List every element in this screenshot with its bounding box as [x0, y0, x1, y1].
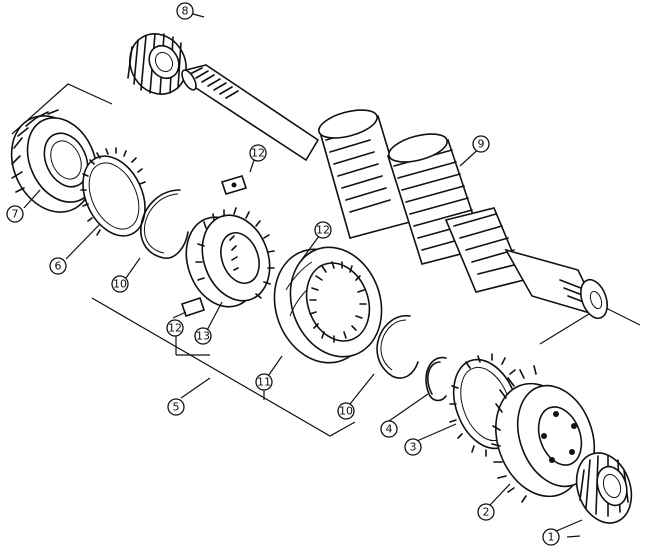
gear-2 — [491, 365, 596, 503]
callout-4: 4 — [380, 420, 398, 438]
key-12-bottom — [180, 296, 206, 318]
callout-3: 3 — [404, 438, 422, 456]
callout-6: 6 — [49, 257, 67, 275]
snap-ring-4 — [425, 356, 447, 402]
callout-13: 13 — [194, 327, 212, 345]
callout-label: 3 — [410, 441, 417, 454]
callout-11: 11 — [255, 373, 273, 391]
spring-10-upper — [140, 189, 189, 259]
synchronizer-ring-6 — [80, 147, 146, 237]
callout-2: 2 — [477, 503, 495, 521]
callout-8: 8 — [176, 2, 194, 20]
callout-label: 9 — [478, 138, 485, 151]
rear-bearing — [575, 452, 633, 524]
callout-10-lower: 10 — [337, 402, 355, 420]
spring-10-lower — [376, 315, 419, 379]
callout-1: 1 — [542, 528, 560, 546]
callout-label: 5 — [173, 401, 180, 414]
callout-5: 5 — [167, 398, 185, 416]
callout-label: 13 — [196, 330, 210, 343]
callout-label: 4 — [386, 423, 393, 436]
synchronizer-sleeve-11 — [273, 246, 383, 364]
callout-label: 1 — [548, 531, 555, 544]
callout-12-bottom: 12 — [166, 319, 184, 337]
callout-7: 7 — [6, 205, 24, 223]
callout-10-upper: 10 — [111, 275, 129, 293]
front-bearing — [127, 33, 187, 95]
synchronizer-hub-13 — [185, 207, 275, 308]
key-12-top — [220, 175, 248, 195]
callout-12-top: 12 — [249, 144, 267, 162]
callout-label: 10 — [113, 278, 127, 291]
callout-12-middle: 12 — [314, 221, 332, 239]
mainshaft — [181, 64, 608, 320]
callout-label: 12 — [316, 224, 330, 237]
callout-label: 10 — [339, 405, 353, 418]
callout-label: 11 — [257, 376, 271, 389]
callout-label: 6 — [55, 260, 62, 273]
callout-label: 2 — [483, 506, 490, 519]
callout-label: 12 — [168, 322, 182, 335]
callout-label: 7 — [12, 208, 19, 221]
callout-label: 12 — [251, 147, 265, 160]
callout-9: 9 — [472, 135, 490, 153]
gear-7 — [10, 109, 98, 213]
callout-label: 8 — [182, 5, 189, 18]
